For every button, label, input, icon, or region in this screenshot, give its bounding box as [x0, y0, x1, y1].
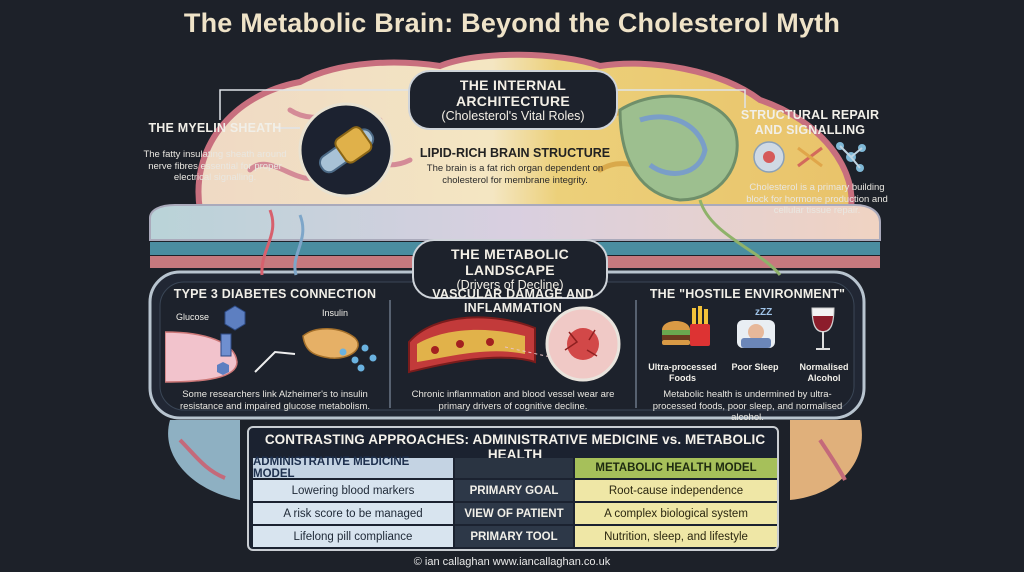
metabolic-landscape-heading: THE METABOLIC LANDSCAPE — [451, 246, 569, 278]
internal-architecture-heading: THE INTERNAL ARCHITECTURE — [455, 77, 571, 109]
row2-metabolic: A complex biological system — [575, 503, 777, 524]
row2-admin: A risk score to be managed — [253, 503, 453, 524]
burger-fries-icon — [662, 306, 710, 346]
wine-glass-icon — [811, 307, 835, 350]
lipid-structure-title: LIPID-RICH BRAIN STRUCTURE — [419, 146, 611, 160]
metabolic-model-header: METABOLIC HEALTH MODEL — [575, 458, 777, 478]
svg-text:zZZ: zZZ — [755, 307, 772, 318]
credit-line: © ian callaghan www.iancallaghan.co.uk — [413, 556, 611, 568]
myelin-sheath-title: THE MYELIN SHEATH — [148, 121, 282, 135]
vascular-damage-desc: Chronic inflammation and blood vessel we… — [411, 389, 615, 412]
pancreas-icon — [302, 328, 359, 359]
internal-architecture-subheading: (Cholesterol's Vital Roles) — [441, 109, 585, 123]
cell-icon — [753, 141, 785, 173]
molecule-icon — [836, 142, 866, 172]
page-title: The Metabolic Brain: Beyond the Choleste… — [183, 8, 841, 38]
nerve-fibre-icon — [298, 102, 394, 198]
comparison-table: CONTRASTING APPROACHES: ADMINISTRATIVE M… — [247, 426, 779, 551]
myelin-sheath-desc: The fatty insulating sheath around nerve… — [143, 149, 287, 183]
vascular-damage-title: VASCULAR DAMAGE AND INFLAMMATION — [432, 287, 594, 315]
type3-diabetes-desc: Some researchers link Alzheimer's to ins… — [179, 389, 371, 412]
structural-repair-desc: Cholesterol is a primary building block … — [746, 182, 888, 216]
row3-admin: Lifelong pill compliance — [253, 526, 453, 547]
row2-criterion: VIEW OF PATIENT — [455, 503, 573, 524]
middle-header — [455, 458, 573, 478]
dna-icon — [797, 146, 823, 168]
hostile-environment-title: THE "HOSTILE ENVIRONMENT" — [649, 287, 846, 301]
row3-criterion: PRIMARY TOOL — [455, 526, 573, 547]
metabolic-landscape-label: THE METABOLIC LANDSCAPE (Drivers of Decl… — [412, 239, 608, 299]
hostile-item-sleep: Poor Sleep — [731, 362, 779, 372]
structural-repair-title: STRUCTURAL REPAIR AND SIGNALLING — [740, 108, 880, 137]
repair-icons — [752, 140, 872, 174]
row1-metabolic: Root-cause independence — [575, 480, 777, 501]
row1-criterion: PRIMARY GOAL — [455, 480, 573, 501]
row1-admin: Lowering blood markers — [253, 480, 453, 501]
hostile-item-alcohol: Normalised Alcohol — [799, 362, 849, 383]
metabolic-landscape-subheading: (Drivers of Decline) — [456, 278, 564, 292]
blood-vessel-icon — [408, 306, 621, 382]
sleeping-person-icon: zZZ — [737, 307, 775, 348]
diabetes-illustration — [165, 305, 377, 383]
row3-metabolic: Nutrition, sleep, and lifestyle — [575, 526, 777, 547]
hostile-item-food: Ultra-processed Foods — [648, 362, 717, 383]
internal-architecture-label: THE INTERNAL ARCHITECTURE (Cholesterol's… — [408, 70, 618, 130]
insulin-label: Insulin — [322, 308, 349, 318]
admin-model-header: ADMINISTRATIVE MEDICINE MODEL — [253, 456, 453, 480]
glucose-label: Glucose — [176, 312, 210, 322]
type3-diabetes-title: TYPE 3 DIABETES CONNECTION — [173, 287, 377, 301]
lipid-structure-desc: The brain is a fat rich organ dependent … — [426, 163, 604, 186]
hostile-environment-desc: Metabolic health is undermined by ultra-… — [652, 389, 843, 423]
